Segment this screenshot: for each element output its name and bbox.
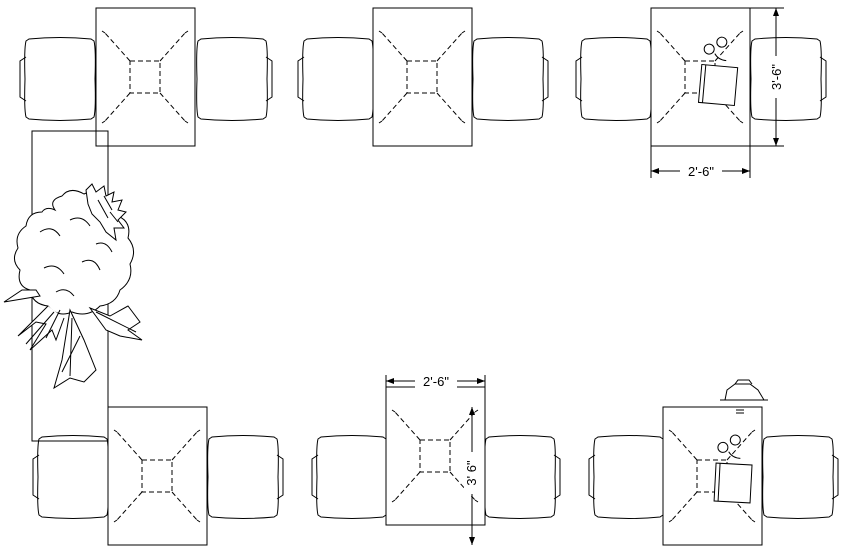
- chair-left: [32, 435, 109, 519]
- table-bottom-right: [588, 379, 839, 546]
- chair-right: [196, 37, 273, 121]
- plant-icon: [3, 183, 143, 390]
- chair-right: [472, 37, 549, 121]
- chair-right: [484, 435, 561, 519]
- chair-left: [575, 37, 652, 121]
- dimension-label: 2'-6": [423, 374, 449, 389]
- chair-left: [588, 435, 665, 519]
- table-top: [372, 7, 473, 147]
- chair-left: [19, 37, 96, 121]
- bag-icon: [720, 379, 768, 414]
- table-top-middle: [297, 7, 549, 147]
- dimension-bottom-middle-width: 2'-6": [385, 374, 486, 395]
- dimension-label: 2'-6": [688, 164, 714, 179]
- table-bottom-middle: [311, 386, 561, 526]
- dimension-top-right-depth: 3'-6": [750, 7, 784, 147]
- dimension-label: 3' 6": [464, 460, 479, 486]
- chair-right: [207, 435, 284, 519]
- dimension-label: 3'-6": [769, 64, 784, 90]
- chair-right: [762, 435, 839, 519]
- table-top-left: [19, 7, 273, 147]
- table-bottom-left: [32, 406, 284, 546]
- chair-left: [297, 37, 374, 121]
- dimension-bottom-middle-depth: 3' 6": [464, 407, 480, 545]
- table-top: [95, 7, 196, 147]
- table-top-right: [575, 7, 827, 147]
- table-top: [107, 406, 208, 546]
- chair-left: [311, 435, 388, 519]
- chair-right: [750, 37, 827, 121]
- dimension-top-right-width: 2'-6": [650, 146, 751, 179]
